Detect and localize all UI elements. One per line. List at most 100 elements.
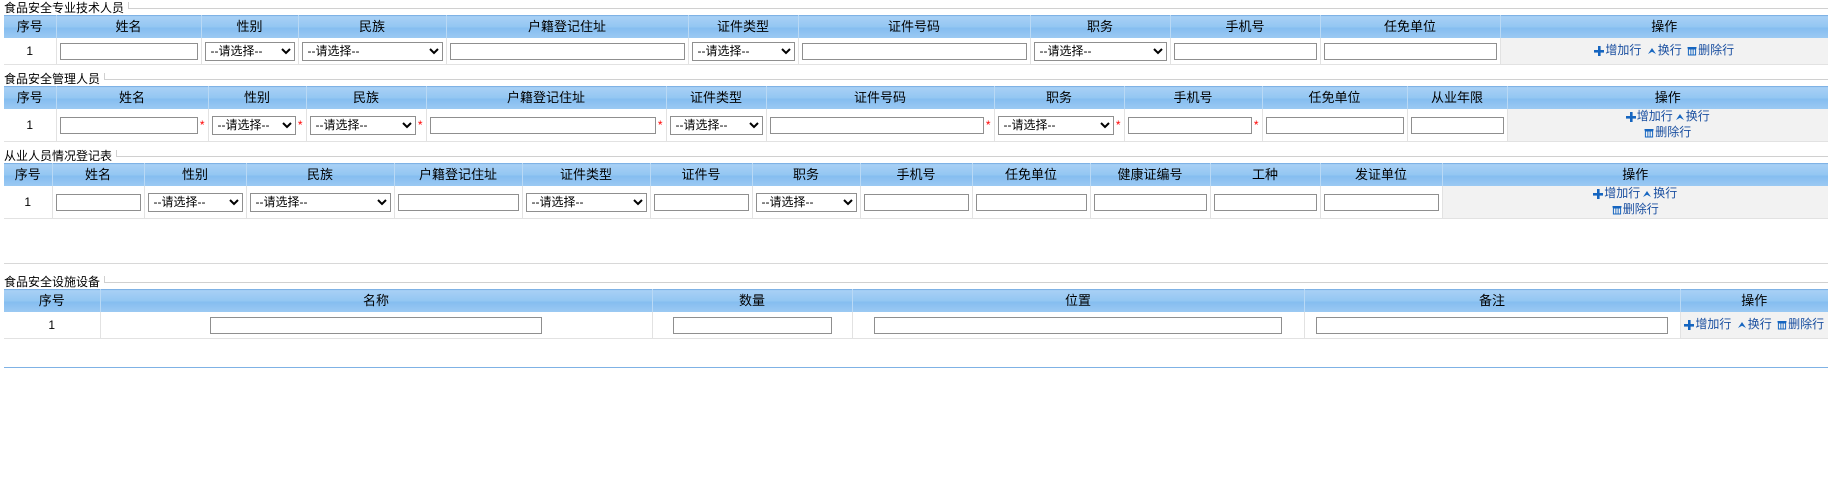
required-marker: * bbox=[1253, 118, 1259, 132]
delete-row-label: 删除行 bbox=[1655, 125, 1692, 139]
name-input[interactable] bbox=[59, 116, 198, 134]
add-row-button[interactable]: 增加行 bbox=[1593, 43, 1642, 59]
cell-health-cert bbox=[1090, 186, 1211, 219]
gender-select[interactable]: --请选择-- bbox=[204, 41, 295, 61]
job-type-input[interactable] bbox=[1213, 193, 1317, 211]
phone-input[interactable] bbox=[863, 193, 969, 211]
trash-icon bbox=[1687, 45, 1697, 59]
gender-select[interactable]: --请选择-- bbox=[147, 192, 243, 212]
facility-remark-input[interactable] bbox=[1316, 316, 1668, 334]
col-header: 操作 bbox=[1442, 163, 1828, 186]
cell-id-type: --请选择-- bbox=[666, 109, 767, 142]
add-row-button[interactable]: 增加行 bbox=[1592, 186, 1641, 202]
col-header: 数量 bbox=[652, 289, 853, 312]
col-header: 职务 bbox=[1030, 15, 1171, 38]
required-marker: * bbox=[657, 118, 663, 132]
cell-appoint-unit bbox=[1320, 38, 1501, 65]
address-input[interactable] bbox=[449, 42, 685, 60]
ethnicity-select[interactable]: --请选择-- bbox=[309, 115, 416, 135]
swap-row-button[interactable]: 换行 bbox=[1674, 109, 1711, 125]
col-header: 手机号 bbox=[1124, 86, 1263, 109]
cell-operations: 增加行换行 删除行 bbox=[1507, 109, 1828, 142]
col-header: 序号 bbox=[4, 15, 57, 38]
row-index: 1 bbox=[4, 38, 57, 65]
delete-row-button[interactable]: 删除行 bbox=[1686, 43, 1735, 59]
cell-position: --请选择-- bbox=[1030, 38, 1171, 65]
phone-input[interactable] bbox=[1127, 116, 1252, 134]
id-number-input[interactable] bbox=[801, 42, 1027, 60]
ethnicity-select[interactable]: --请选择-- bbox=[301, 41, 443, 61]
name-input[interactable] bbox=[59, 42, 198, 60]
position-select[interactable]: --请选择-- bbox=[755, 192, 857, 212]
legend-rule bbox=[128, 2, 1828, 9]
delete-row-button[interactable]: 删除行 bbox=[1776, 317, 1825, 333]
section-tech-staff: 食品安全专业技术人员 序号 姓名 性别 民族 户籍登记住址 证件类型 证件号码 … bbox=[4, 0, 1828, 65]
id-number-input[interactable] bbox=[769, 116, 984, 134]
col-header: 户籍登记住址 bbox=[446, 15, 689, 38]
cell-gender: --请选择-- bbox=[201, 38, 299, 65]
col-header: 名称 bbox=[100, 289, 653, 312]
name-input[interactable] bbox=[55, 193, 141, 211]
swap-arrow-icon bbox=[1675, 111, 1685, 125]
cell-facility-remark bbox=[1304, 312, 1681, 339]
id-type-select[interactable]: --请选择-- bbox=[525, 192, 647, 212]
row-index: 1 bbox=[4, 312, 101, 339]
facility-name-input[interactable] bbox=[210, 316, 542, 334]
col-header: 证件类型 bbox=[666, 86, 767, 109]
add-row-button[interactable]: 增加行 bbox=[1625, 109, 1674, 125]
health-cert-input[interactable] bbox=[1093, 193, 1207, 211]
legend-employee-registry: 从业人员情况登记表 bbox=[4, 148, 1828, 163]
add-row-label: 增加行 bbox=[1695, 317, 1732, 331]
cell-address bbox=[446, 38, 689, 65]
swap-row-button[interactable]: 换行 bbox=[1641, 186, 1678, 202]
required-marker: * bbox=[417, 118, 423, 132]
required-marker: * bbox=[199, 118, 205, 132]
facility-quantity-input[interactable] bbox=[672, 316, 832, 334]
delete-row-button[interactable]: 删除行 bbox=[1611, 202, 1660, 218]
required-marker: * bbox=[985, 118, 991, 132]
bottom-rule bbox=[4, 367, 1828, 368]
appoint-unit-input[interactable] bbox=[1323, 42, 1497, 60]
table-row: 1 --请选择-- --请选择-- --请选择-- --请选择-- 增加行 换行… bbox=[4, 38, 1828, 65]
position-select[interactable]: --请选择-- bbox=[1033, 41, 1167, 61]
appoint-unit-input[interactable] bbox=[975, 193, 1087, 211]
plus-icon bbox=[1684, 319, 1695, 333]
add-row-label: 增加行 bbox=[1605, 43, 1642, 57]
add-row-button[interactable]: 增加行 bbox=[1683, 317, 1732, 333]
phone-input[interactable] bbox=[1173, 42, 1317, 60]
cell-operations: 增加行 换行 删除行 bbox=[1680, 312, 1828, 339]
col-header: 操作 bbox=[1507, 86, 1828, 109]
id-type-select[interactable]: --请选择-- bbox=[691, 41, 795, 61]
id-number-input[interactable] bbox=[653, 193, 749, 211]
blank-area bbox=[4, 219, 1828, 264]
col-header: 备注 bbox=[1304, 289, 1681, 312]
swap-row-button[interactable]: 换行 bbox=[1646, 43, 1683, 59]
cell-name bbox=[56, 38, 202, 65]
issuing-unit-input[interactable] bbox=[1323, 193, 1439, 211]
ethnicity-select[interactable]: --请选择-- bbox=[249, 192, 391, 212]
col-header: 从业年限 bbox=[1407, 86, 1508, 109]
col-header: 发证单位 bbox=[1320, 163, 1443, 186]
cell-job-type bbox=[1210, 186, 1321, 219]
years-input[interactable] bbox=[1410, 116, 1504, 134]
trash-icon bbox=[1777, 319, 1787, 333]
address-input[interactable] bbox=[429, 116, 656, 134]
col-header: 任免单位 bbox=[1320, 15, 1501, 38]
col-header: 民族 bbox=[246, 163, 395, 186]
cell-id-number bbox=[650, 186, 753, 219]
cell-years bbox=[1407, 109, 1508, 142]
facility-location-input[interactable] bbox=[874, 316, 1282, 334]
col-header: 证件号 bbox=[650, 163, 753, 186]
gender-select[interactable]: --请选择-- bbox=[211, 115, 296, 135]
position-select[interactable]: --请选择-- bbox=[997, 115, 1114, 135]
legend-rule bbox=[116, 150, 1828, 157]
row-index: 1 bbox=[4, 186, 53, 219]
col-header: 户籍登记住址 bbox=[426, 86, 667, 109]
appoint-unit-input[interactable] bbox=[1265, 116, 1404, 134]
cell-phone bbox=[860, 186, 973, 219]
swap-row-button[interactable]: 换行 bbox=[1736, 317, 1773, 333]
table-header-row: 序号 姓名 性别 民族 户籍登记住址 证件类型 证件号 职务 手机号 任免单位 … bbox=[4, 163, 1828, 186]
address-input[interactable] bbox=[397, 193, 519, 211]
id-type-select[interactable]: --请选择-- bbox=[669, 115, 763, 135]
delete-row-button[interactable]: 删除行 bbox=[1643, 125, 1692, 141]
